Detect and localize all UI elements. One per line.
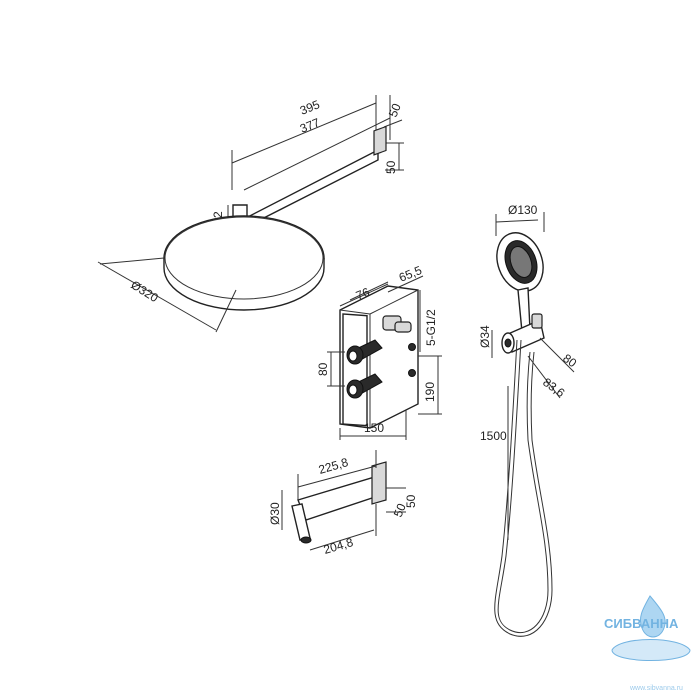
upper-knob [346,339,383,365]
spout-assembly: 225,8 204,8 Ø30 50 50 [268,450,418,557]
dim-mixer-depth: 76 [354,285,372,303]
hand-shower-assembly: Ø130 Ø34 80 83,6 1500 [478,203,580,637]
dim-hose-length: 1500 [480,429,507,443]
dim-mixer-height: 190 [423,382,437,402]
dim-head-diameter: Ø320 [128,278,161,306]
dim-flange-width: 50 [386,101,404,119]
dim-holder-depth: 80 [560,351,579,370]
dim-flange-height: 50 [384,160,398,174]
watermark-brand: СИБВАННА [604,616,679,631]
watermark-logo: СИБВАННА www.sibvanna.ru [604,595,691,692]
dim-holder-diameter: Ø34 [478,325,492,348]
dim-knob-spacing: 80 [316,362,330,376]
dim-hand-diameter: Ø130 [508,203,538,217]
dim-connections: 5-G1/2 [424,309,438,346]
dim-arm: 377 [298,115,322,136]
dim-spout-flange-w: 50 [391,501,409,519]
lower-knob [346,373,383,399]
dim-spout-total: 225,8 [317,455,350,477]
dim-holder-offset: 83,6 [540,375,567,400]
mixer-assembly: 76 65,5 5-G1/2 80 190 150 [316,263,442,440]
dim-arm-total: 395 [298,97,322,118]
dim-spout-diameter: Ø30 [268,502,282,525]
dim-spout-flange-h: 50 [404,494,418,508]
watermark-url: www.sibvanna.ru [629,685,683,692]
rain-shower-assembly: 395 377 50 50 Ø22 Ø320 [97,95,404,333]
dim-spout-length: 204,8 [322,535,355,557]
dim-mixer-width: 150 [364,421,384,435]
